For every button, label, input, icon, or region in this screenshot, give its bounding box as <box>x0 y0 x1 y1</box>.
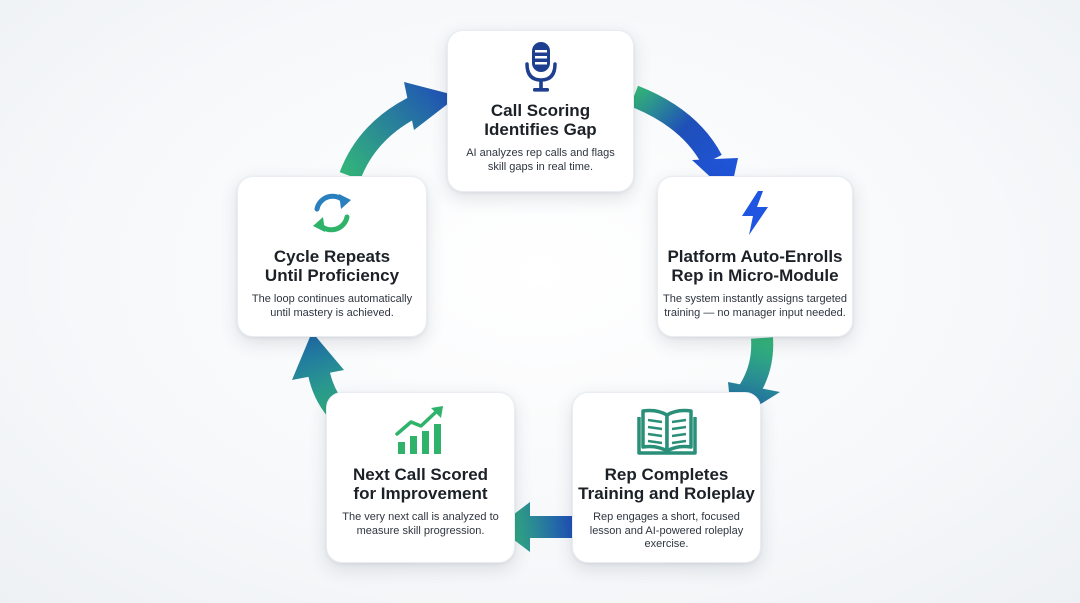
node-description: The system instantly assigns targeted tr… <box>662 293 848 319</box>
arrow-cycle-to-call-scoring <box>339 82 458 181</box>
node-cycle: Cycle Repeats Until Proficiency The loop… <box>237 176 427 337</box>
node-rep-completes: Rep Completes Training and Roleplay Rep … <box>572 392 761 563</box>
growth-chart-icon <box>394 405 447 457</box>
node-title: Call Scoring Identifies Gap <box>484 101 597 139</box>
node-description: The loop continues automatically until m… <box>251 293 413 319</box>
node-title: Rep Completes Training and Roleplay <box>578 465 755 503</box>
node-call-scoring: Call Scoring Identifies Gap AI analyzes … <box>447 30 634 192</box>
lightning-bolt-icon <box>738 187 772 239</box>
node-next-call: Next Call Scored for Improvement The ver… <box>326 392 515 563</box>
node-title: Next Call Scored for Improvement <box>352 465 489 503</box>
open-book-icon <box>636 405 697 457</box>
node-description: Rep engages a short, focused lesson and … <box>589 511 744 550</box>
refresh-cycle-icon <box>309 187 355 239</box>
microphone-icon <box>524 41 558 93</box>
node-description: The very next call is analyzed to measur… <box>342 511 499 537</box>
node-title: Platform Auto-Enrolls Rep in Micro-Modul… <box>667 247 843 285</box>
node-description: AI analyzes rep calls and flags skill ga… <box>466 147 615 173</box>
node-title: Cycle Repeats Until Proficiency <box>264 247 400 285</box>
node-auto-enroll: Platform Auto-Enrolls Rep in Micro-Modul… <box>657 176 853 337</box>
